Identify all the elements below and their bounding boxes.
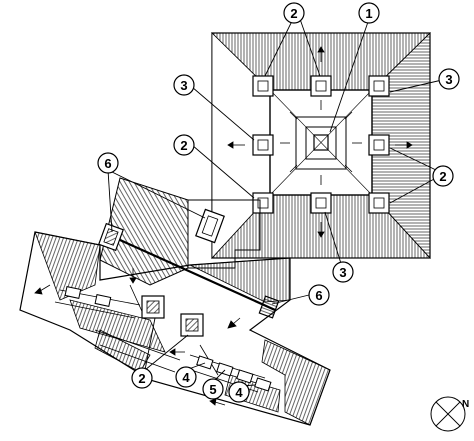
callout-3c: 3 xyxy=(332,261,354,283)
callout-2c: 2 xyxy=(432,165,454,187)
callouts: 1 2 2 2 2 3 3 3 4 4 5 6 6 xyxy=(97,2,460,403)
north-compass: N xyxy=(430,396,469,432)
lower-wing xyxy=(19,231,331,426)
connector-block xyxy=(98,177,261,286)
callout-6a-label: 6 xyxy=(104,156,111,171)
callout-3b: 3 xyxy=(438,68,460,90)
callout-6b: 6 xyxy=(308,284,330,306)
callout-2b-label: 2 xyxy=(180,138,187,153)
callout-3a: 3 xyxy=(173,74,195,96)
callout-2a: 2 xyxy=(283,2,305,24)
callout-4b: 4 xyxy=(228,381,250,403)
callout-2d-label: 2 xyxy=(138,371,145,386)
callout-1-label: 1 xyxy=(365,6,372,21)
callout-4b-label: 4 xyxy=(235,385,243,400)
callout-3a-label: 3 xyxy=(180,78,187,93)
callout-6b-label: 6 xyxy=(315,288,322,303)
drainage-arrows-main xyxy=(227,46,413,238)
callout-2a-label: 2 xyxy=(290,6,297,21)
skylights-main xyxy=(252,75,390,214)
callout-2d: 2 xyxy=(131,367,153,389)
callout-1: 1 xyxy=(358,2,380,24)
callout-5-label: 5 xyxy=(209,382,216,397)
callout-3b-label: 3 xyxy=(445,72,452,87)
leader-lines xyxy=(107,18,443,387)
callout-2c-label: 2 xyxy=(439,169,446,184)
callout-6a: 6 xyxy=(97,152,119,174)
callout-2b: 2 xyxy=(173,134,195,156)
callout-4a: 4 xyxy=(175,366,197,388)
callout-5: 5 xyxy=(202,378,224,400)
callout-4a-label: 4 xyxy=(182,370,190,385)
callout-3c-label: 3 xyxy=(339,265,346,280)
compass-north-label: N xyxy=(462,399,469,410)
